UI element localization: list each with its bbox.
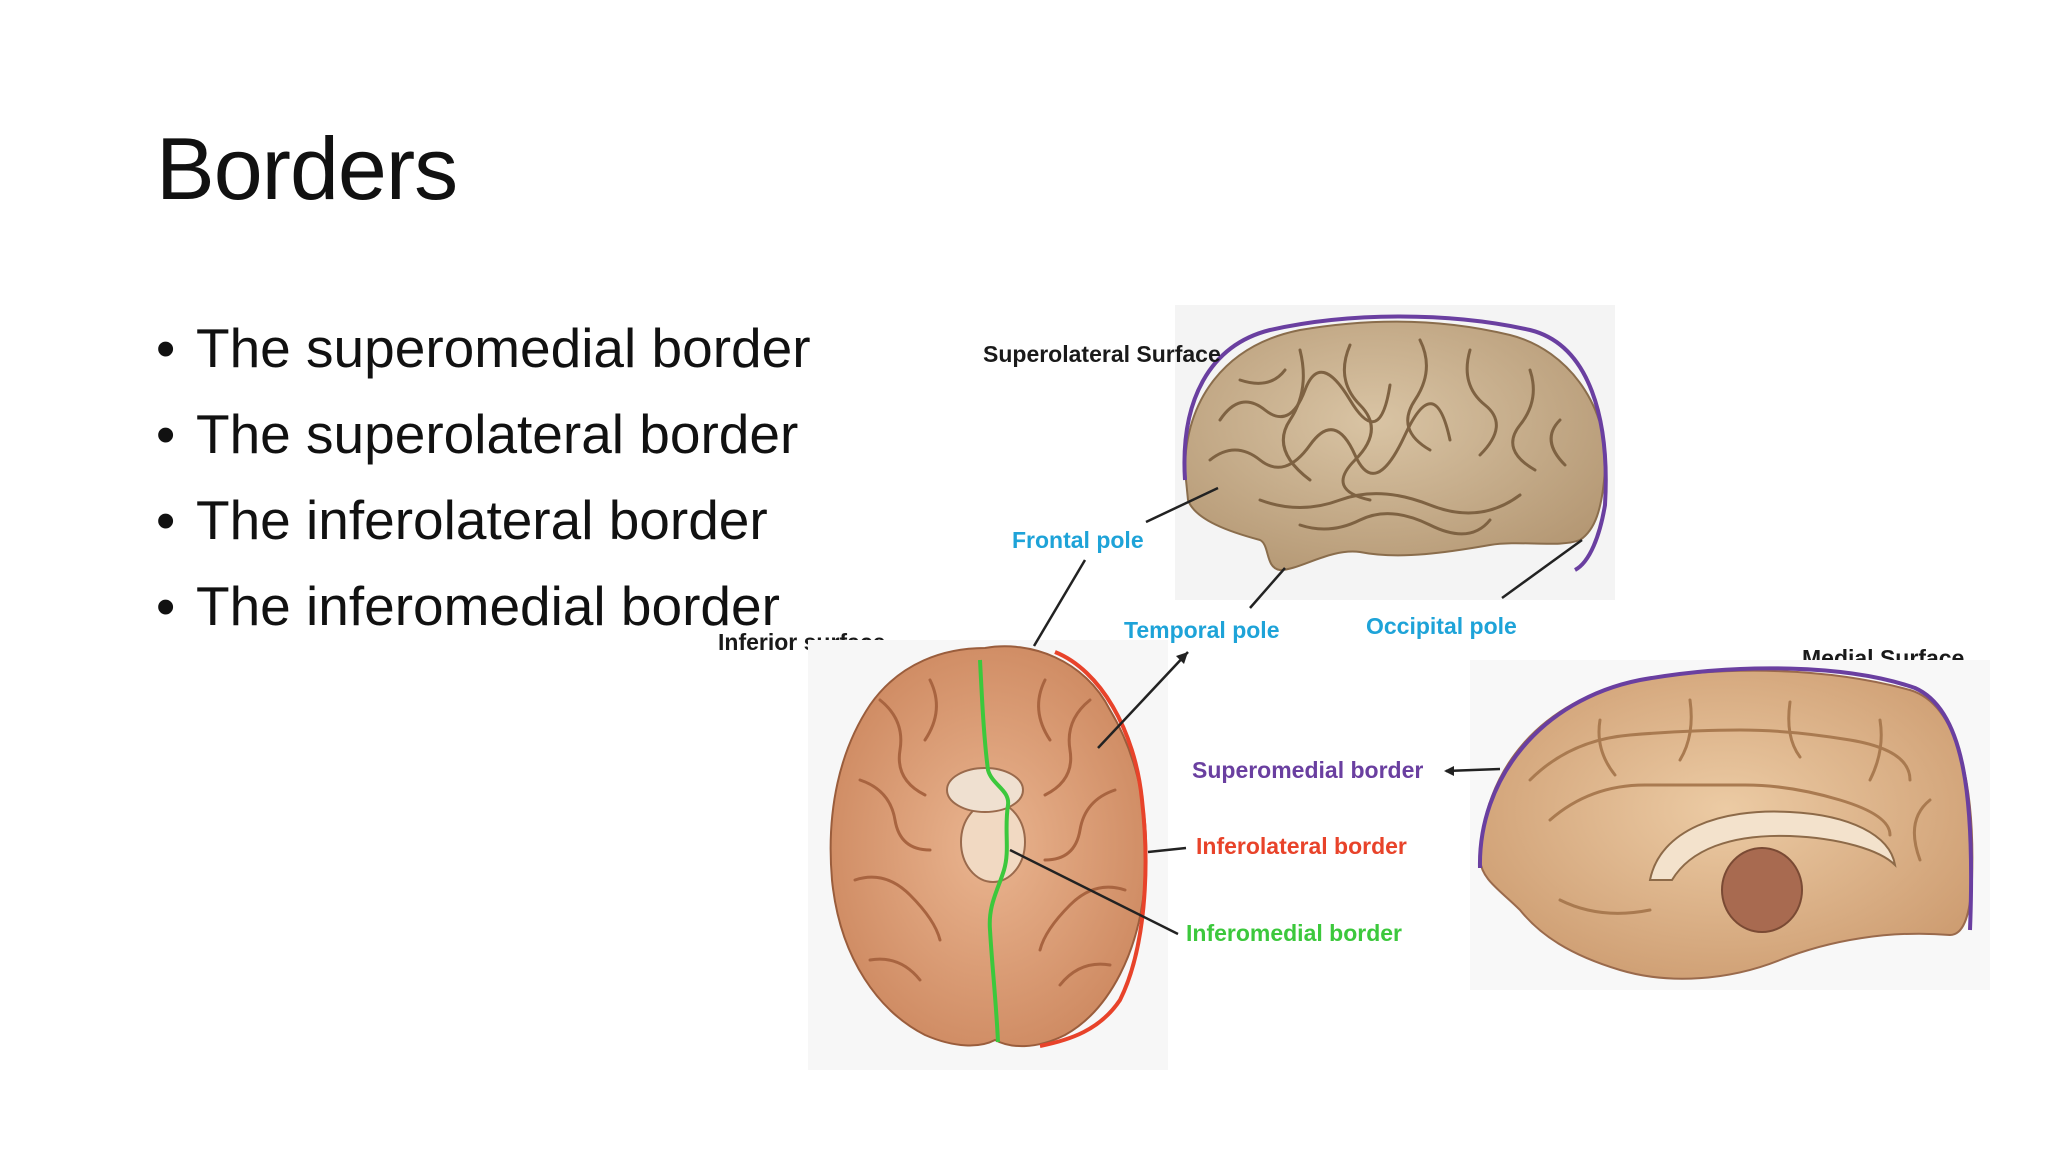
bullet-list: • The superomedial border • The superolate…: [156, 305, 811, 649]
bullet-item: • The superolateral border: [156, 391, 811, 477]
inferior-brain-image: [808, 640, 1168, 1070]
medial-brain-image: [1470, 660, 1990, 990]
bullet-text: The superolateral border: [196, 403, 799, 465]
inferolateral-border-pointer: [1147, 846, 1187, 854]
lateral-gyri: [1208, 338, 1567, 536]
bullet-item: • The inferolateral border: [156, 477, 811, 563]
superomedial-border-label: Superomedial border: [1192, 757, 1423, 783]
inferolateral-border-line: [1039, 650, 1148, 1048]
occipital-pole-pointer: [1501, 538, 1583, 600]
inferolateral-border-label: Inferolateral border: [1196, 833, 1407, 859]
bullet-dot: •: [156, 403, 176, 465]
occipital-pole-label: Occipital pole: [1366, 613, 1517, 639]
arrowhead: [1176, 652, 1188, 664]
inferomedial-border-label: Inferomedial border: [1186, 920, 1402, 946]
thalamus: [1721, 847, 1803, 933]
superomedial-border-line: [1477, 666, 1974, 931]
bullet-text: The inferolateral border: [196, 489, 768, 551]
optic-chiasm: [946, 767, 1024, 813]
inferomedial-border-pointer: [1009, 848, 1179, 936]
inferior-gyri: [853, 678, 1127, 987]
superolateral-surface-label: Superolateral Surface: [983, 341, 1221, 367]
superomedial-border-pointer: [1445, 767, 1501, 773]
brainstem: [960, 801, 1026, 883]
temporal-pole-label: Temporal pole: [1124, 617, 1280, 643]
temporal-pole-pointer-up: [1249, 567, 1286, 609]
frontal-pole-label: Frontal pole: [1012, 527, 1144, 553]
arrowhead: [1444, 766, 1454, 776]
bullet-dot: •: [156, 489, 176, 551]
inferomedial-border-line: [978, 659, 1011, 1043]
bullet-dot: •: [156, 575, 176, 637]
bullet-item: • The inferomedial border: [156, 563, 811, 649]
superolateral-brain-image: [1175, 305, 1615, 600]
temporal-pole-pointer-inferior: [1097, 651, 1189, 749]
bullet-text: The superomedial border: [196, 317, 811, 379]
superolateral-border-line: [1182, 314, 1608, 572]
slide-title: Borders: [156, 119, 458, 218]
lateral-brain-shape: [1183, 320, 1607, 572]
frontal-pole-pointer-inferior: [1032, 559, 1087, 647]
bullet-item: • The superomedial border: [156, 305, 811, 391]
bullet-dot: •: [156, 317, 176, 379]
corpus-callosum: [1648, 810, 1897, 881]
medial-gyri: [1528, 698, 1932, 915]
bullet-text: The inferomedial border: [196, 575, 780, 637]
frontal-pole-pointer: [1145, 486, 1219, 524]
